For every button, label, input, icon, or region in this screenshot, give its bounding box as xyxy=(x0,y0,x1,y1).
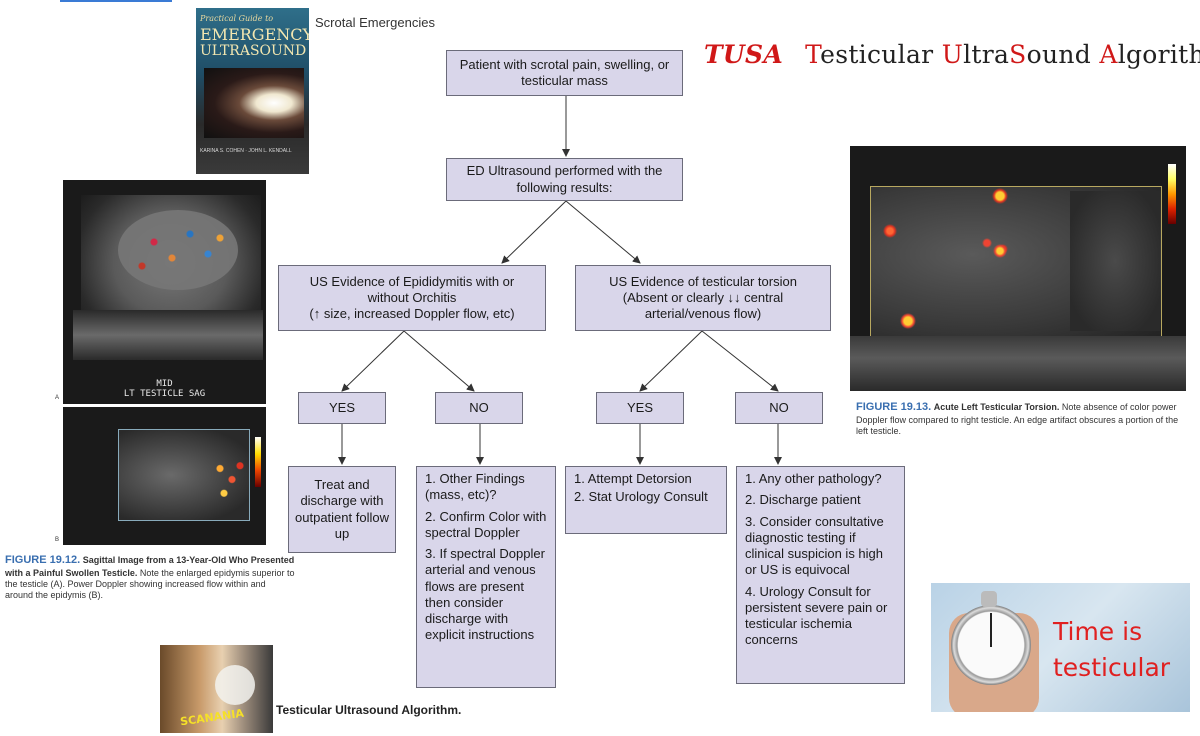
other-findings-box: 1. Other Findings (mass, etc)? 2. Confir… xyxy=(416,466,556,688)
any-other-item-2: 2. Discharge patient xyxy=(745,492,861,508)
title-ltra: ltra xyxy=(963,40,1010,69)
no-left-label: NO xyxy=(469,399,489,415)
ultrasound-image-a: MID LT TESTICLE SAG xyxy=(63,180,266,404)
book-cover: Practical Guide to EMERGENCY ULTRASOUND … xyxy=(196,8,309,174)
fig12-number: FIGURE 19.12. xyxy=(5,554,81,566)
caption-fig-19-12: FIGURE 19.12. Sagittal Image from a 13-Y… xyxy=(5,554,295,602)
treat-text: Treat and discharge with outpatient foll… xyxy=(295,477,389,541)
title-abbr: TUSA xyxy=(704,40,784,69)
treat-box: Treat and discharge with outpatient foll… xyxy=(288,466,396,553)
yes-box-left: YES xyxy=(298,392,386,424)
us-b-letter: B xyxy=(55,537,60,543)
book-cover-line1: Practical Guide to xyxy=(200,14,274,23)
torsion-box: US Evidence of testicular torsion (Absen… xyxy=(575,265,831,331)
arrow-ed-to-epididymitis xyxy=(501,200,567,264)
detorsion-item-1: 1. Attempt Detorsion xyxy=(574,471,692,486)
stopwatch-line1: Time is xyxy=(1053,617,1143,646)
us-a-label-line1: MID xyxy=(156,379,173,389)
stopwatch-image: Time is testicular xyxy=(931,583,1190,712)
top-link-underline xyxy=(60,0,172,2)
title-u: U xyxy=(941,40,964,69)
stopwatch-line2: testicular xyxy=(1053,653,1171,682)
arrow-ed-to-torsion xyxy=(565,200,641,264)
book-cover-authors: KARINA S. COHEN · JOHN L. KENDALL xyxy=(200,148,292,154)
epididymitis-line2: without Orchitis xyxy=(367,289,457,305)
epididymitis-line3: (↑ size, increased Doppler flow, etc) xyxy=(309,306,515,322)
other-findings-item-2: 2. Confirm Color with spectral Doppler xyxy=(425,508,547,540)
any-other-item-1: 1. Any other pathology? xyxy=(745,471,882,486)
ed-ultrasound-text: ED Ultrasound performed with the followi… xyxy=(466,163,663,195)
no-right-label: NO xyxy=(769,399,789,415)
bottom-label: Testicular Ultrasound Algorithm. xyxy=(276,703,462,717)
title-esticular: esticular xyxy=(820,40,942,69)
epididymitis-line1: US Evidence of Epididymitis with or xyxy=(309,273,515,289)
book-cover-line2: EMERGENCY xyxy=(200,25,309,44)
ed-ultrasound-box: ED Ultrasound performed with the followi… xyxy=(446,158,683,201)
arrow-epi-to-yes xyxy=(341,330,405,392)
start-text: Patient with scrotal pain, swelling, or … xyxy=(459,56,670,88)
arrow-torsion-to-yes xyxy=(639,330,703,392)
yes-right-label: YES xyxy=(626,399,653,415)
fig12-text: Note the enlarged epidymis superior to t… xyxy=(5,567,295,601)
epididymitis-box: US Evidence of Epididymitis with or with… xyxy=(278,265,546,331)
book-cover-image xyxy=(204,68,304,138)
no-box-right: NO xyxy=(735,392,823,424)
start-box: Patient with scrotal pain, swelling, or … xyxy=(446,50,683,96)
torsion-ultrasound-image xyxy=(850,146,1186,391)
torsion-line3: arterial/venous flow) xyxy=(644,306,762,322)
title-s: S xyxy=(1009,40,1027,69)
title-a: A xyxy=(1099,40,1118,69)
stopwatch-icon xyxy=(951,605,1031,685)
fig13-text: Note absence of color power Doppler flow… xyxy=(856,402,1179,436)
us-a-label-line2: LT TESTICLE SAG xyxy=(123,389,206,399)
arrow-epi-to-no xyxy=(403,330,475,392)
ultrasound-image-b xyxy=(63,407,266,545)
any-other-item-4: 4. Urology Consult for persistent severe… xyxy=(745,583,888,648)
any-other-box: 1. Any other pathology? 2. Discharge pat… xyxy=(736,466,905,684)
title-ound: ound xyxy=(1026,40,1100,69)
book-cover-line3: ULTRASOUND xyxy=(200,43,307,59)
torsion-line1: US Evidence of testicular torsion xyxy=(609,273,797,289)
yes-left-label: YES xyxy=(328,399,355,415)
detorsion-item-2: 2. Stat Urology Consult xyxy=(574,489,708,505)
caption-fig-19-13: FIGURE 19.13. Acute Left Testicular Tors… xyxy=(856,401,1188,437)
book-label: Scrotal Emergencies xyxy=(315,15,435,30)
torsion-line2: (Absent or clearly ↓↓ central xyxy=(622,289,784,305)
title-t: T xyxy=(805,40,821,69)
other-findings-item-1: 1. Other Findings (mass, etc)? xyxy=(425,471,525,503)
title-lgorithm: lgorithm xyxy=(1117,40,1200,69)
detorsion-box: 1. Attempt Detorsion 2. Stat Urology Con… xyxy=(565,466,727,534)
fig13-number: FIGURE 19.13. xyxy=(856,401,932,413)
other-findings-item-3: 3. If spectral Doppler arterial and veno… xyxy=(425,546,545,643)
no-box-left: NO xyxy=(435,392,523,424)
yes-box-right: YES xyxy=(596,392,684,424)
fig12-bold: Sagittal Image from a 13-Year-Old Who Pr… xyxy=(5,555,295,578)
page-title: TUSA Testicular UltraSound Algorithm xyxy=(704,40,1200,69)
meme-image: SCANANIA xyxy=(160,645,273,733)
any-other-item-3: 3. Consider consultative diagnostic test… xyxy=(745,513,884,578)
fig13-bold: Acute Left Testicular Torsion. xyxy=(933,402,1060,412)
arrow-torsion-to-no xyxy=(701,330,779,392)
us-a-letter: A xyxy=(55,395,60,401)
